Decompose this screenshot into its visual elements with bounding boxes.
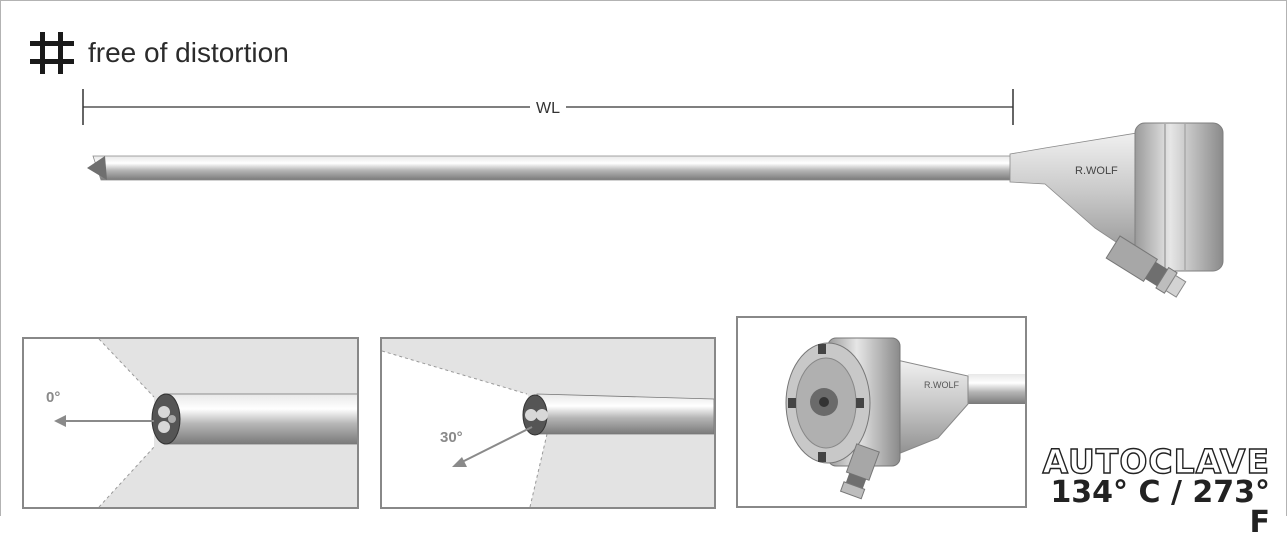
autoclave-word: AUTOCLAVE xyxy=(1042,442,1270,481)
angle-label-30: 30° xyxy=(440,429,463,446)
endoscope-illustration: R.WOLF xyxy=(87,122,1224,298)
angle-label-0: 0° xyxy=(46,389,61,406)
hash-grid-icon xyxy=(30,32,74,74)
page-title: free of distortion xyxy=(88,37,289,68)
view-panel-0-degree: 0° xyxy=(22,337,359,509)
working-length-label: WL xyxy=(530,100,566,118)
thirty-degree-view-illustration xyxy=(382,339,714,507)
brand-logo: R.WOLF xyxy=(1075,165,1118,177)
eyepiece-brand-logo: R.WOLF xyxy=(924,380,960,390)
autoclave-temperature: 134° C / 273° F xyxy=(1050,475,1270,540)
zero-degree-view-illustration xyxy=(54,339,357,507)
autoclave-badge: AUTOCLAVE 134° C / 273° F xyxy=(1040,442,1270,540)
header: free of distortion xyxy=(28,30,289,76)
view-panel-30-degree: 30° xyxy=(380,337,716,509)
eyepiece-detail-panel: R.WOLF xyxy=(736,316,1027,508)
eyepiece-photo-illustration: R.WOLF xyxy=(785,337,1025,500)
